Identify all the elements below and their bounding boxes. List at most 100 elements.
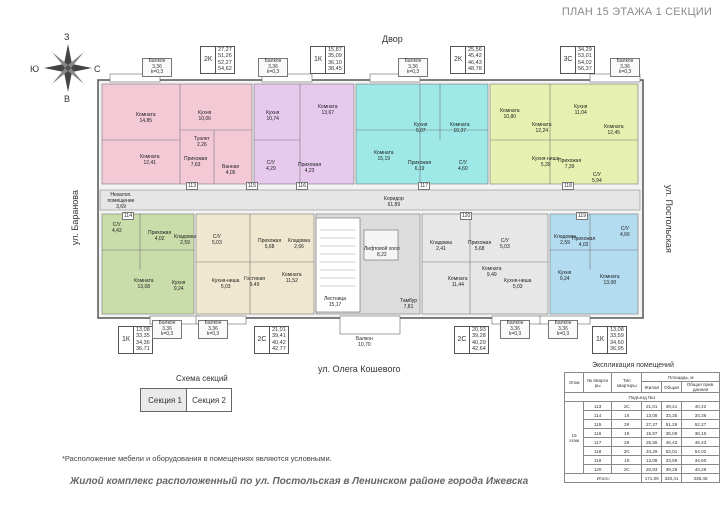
apt-value: 13,08 [136,327,150,333]
table-cell: 20,93 [641,464,662,474]
table-total-label: Итого: [563,473,643,483]
project-caption: Жилой комплекс расположенный по ул. Пост… [70,476,529,487]
table-cell: 2К [611,419,643,429]
table-cell: 51,26 [660,419,683,429]
table-cell: 2К [611,437,643,447]
apt-value: 36,71 [136,346,150,353]
apt-value: 52,27 [218,59,232,66]
table-cell: 34,29 [641,446,662,456]
table-cell: 34,60 [681,455,720,465]
explication-caption: Экспликация помещений [592,362,674,369]
balcony-title: Балкон [404,58,422,64]
balcony-coef: k=0,3 [206,331,220,338]
apt-value: 15,87 [328,47,342,53]
balcony-label: Балкон 3,36 k=0,3 [398,58,428,77]
apt-value: 54,62 [218,66,232,73]
balcony-title: Балкон [264,58,282,64]
apt-value: 25,56 [468,47,482,53]
apt-value: 34,60 [610,339,624,346]
apt-info-top-3: 2К 25,56 45,42 46,43 48,78 [450,46,485,74]
section-1-tab[interactable]: Секция 1 [140,388,190,412]
table-cell: 39,28 [660,464,683,474]
compass-south: В [64,94,71,104]
table-cell: 113 [583,401,613,411]
apt-type: 3С [561,47,576,73]
apt-info-top-2: 1К 15,87 35,09 36,10 38,45 [310,46,345,74]
apt-value: 56,37 [578,66,592,73]
balcony-label: Балкон 3,36 k=0,3 [142,58,172,77]
table-header: № Кварти ры [583,372,613,393]
table-header: Этаж [563,372,585,393]
apt-value: 53,01 [578,53,592,60]
table-cell: 116 [583,428,613,438]
apt-value: 42,77 [272,346,286,353]
apt-value: 33,59 [610,333,624,340]
section-2-tab[interactable]: Секция 2 [186,388,232,412]
compass-north: З [64,32,70,42]
apt-type: 2С [455,327,470,353]
apt-info-bottom-2: 2С 21,01 39,41 40,42 42,77 [254,326,289,354]
balcony-area: 3,36 [208,325,218,332]
balcony-area: 3,36 [152,63,162,70]
balcony-area: 3,36 [162,325,172,332]
table-cell: 120 [583,464,613,474]
balcony-label: Балкон 3,36 k=0,3 [198,320,228,339]
apt-value: 27,27 [218,47,232,53]
apt-value: 13,08 [610,327,624,333]
street-top: Двор [382,34,403,44]
apt-value: 46,43 [468,59,482,66]
table-cell: 46,43 [681,437,720,447]
apt-value: 48,78 [468,66,482,73]
table-total: 330,41 [660,473,683,483]
apt-value: 45,42 [468,53,482,60]
apt-type: 1К [311,47,326,73]
balcony-title: Балкон [158,320,176,326]
balcony-coef: k=0,3 [618,69,632,76]
apt-value: 39,41 [272,333,286,340]
table-cell: 3С [611,446,643,456]
apt-value: 34,36 [136,339,150,346]
table-cell: 119 [583,455,613,465]
table-cell: 33,59 [660,455,683,465]
balcony-area: 3,36 [510,325,520,332]
balcony-coef: k=0,3 [406,69,420,76]
table-cell: 2С [611,401,643,411]
compass-west: Ю [30,64,40,74]
balcony-title: Балкон [554,320,572,326]
balcony-area: 3,36 [620,63,630,70]
balcony-label: Балкон 3,36 k=0,3 [152,320,182,339]
table-cell: 15,87 [641,428,662,438]
balcony-title: Балкон [148,58,166,64]
table-cell: 117 [583,437,613,447]
table-header: Тип квартиры [611,372,643,393]
explication-table: Этаж № Кварти ры Тип квартиры Площадь, м… [563,372,720,483]
table-cell: 25,56 [641,437,662,447]
